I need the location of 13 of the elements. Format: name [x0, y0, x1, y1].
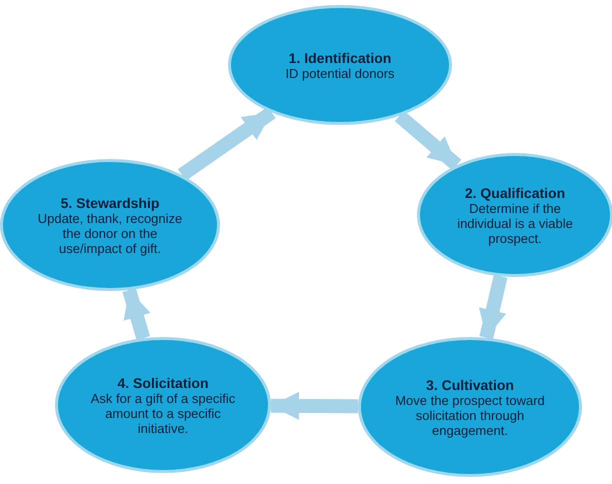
step-description: ID potential donors	[285, 66, 395, 80]
step-description: Determine if the individual is a viable prospect.	[456, 200, 574, 246]
step-title: 3. Cultivation	[426, 376, 514, 392]
block-arrow	[270, 392, 358, 420]
step-title: 1. Identification	[288, 50, 392, 66]
step-title: 5. Stewardship	[60, 194, 160, 210]
step-description: Move the prospect toward solicitation through engagement.	[395, 392, 545, 438]
step-title: 4. Solicitation	[117, 374, 208, 390]
step-title: 2. Qualification	[464, 184, 566, 200]
step-description: Update, thank, recognize the donor on the use/impact of gift.	[36, 210, 184, 256]
step-description: Ask for a gift of a specific amount to a specific initiative.	[90, 390, 236, 436]
block-arrow	[394, 110, 462, 170]
block-arrow	[479, 274, 508, 340]
